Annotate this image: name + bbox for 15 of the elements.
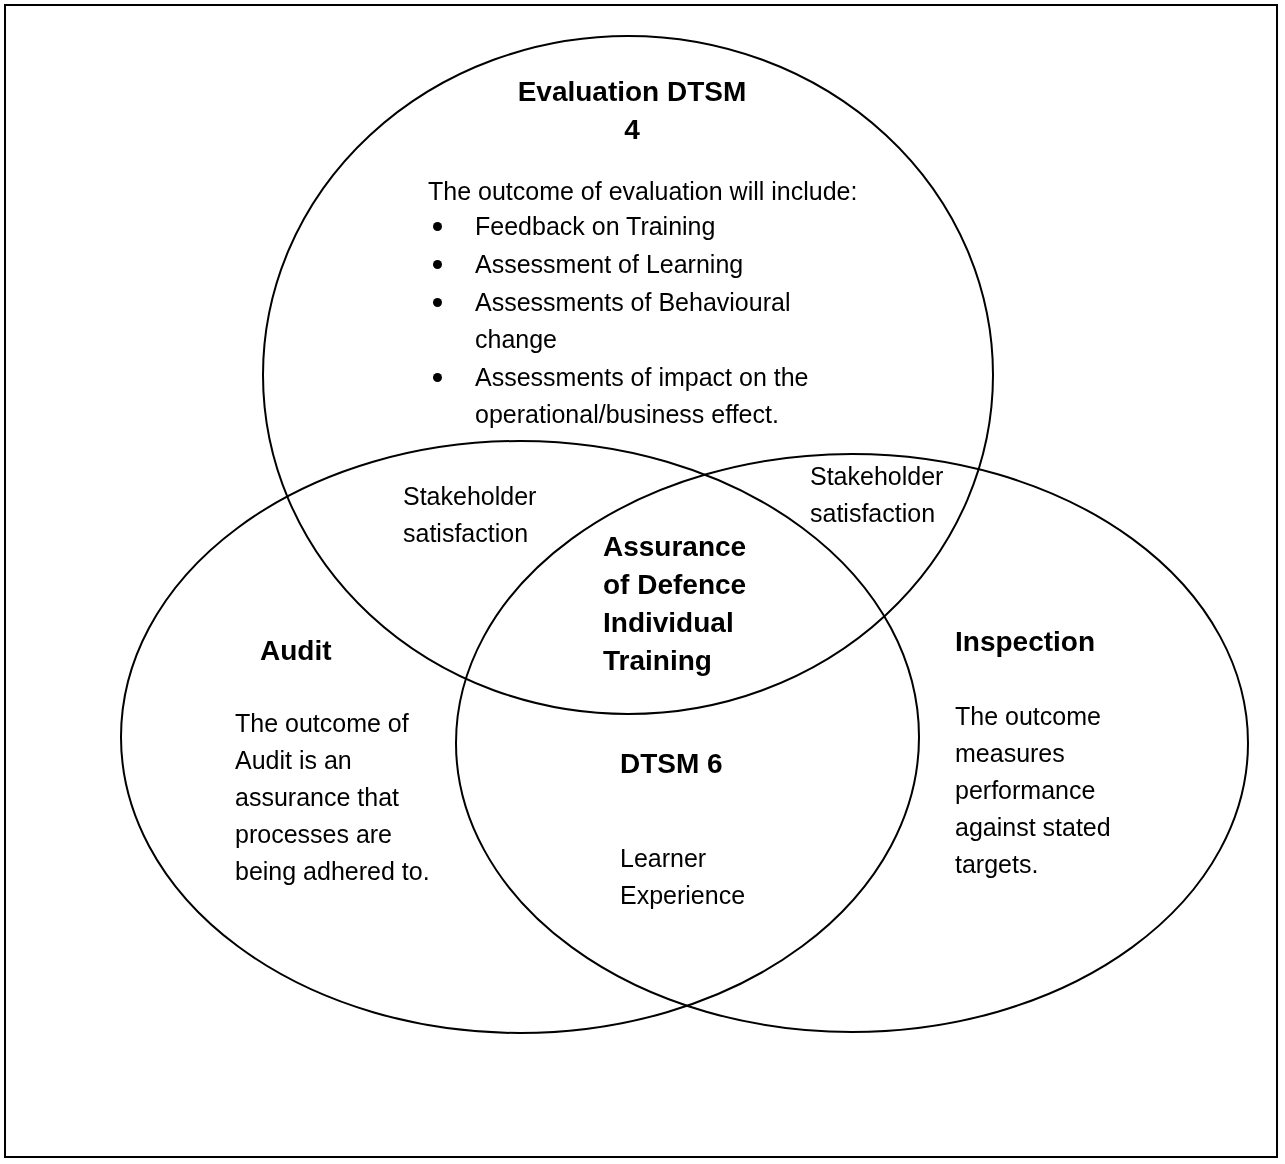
bullet-item: Feedback on Training	[475, 211, 717, 242]
heading: Inspection	[955, 625, 1096, 659]
body-text: The outcome of Audit is an assurance that processes are being adhered to.	[235, 708, 431, 887]
body-text: The outcome of evaluation will include:	[428, 176, 859, 207]
overlap-heading: Assurance of Defence Individual Training	[603, 530, 748, 678]
bullet-item: Assessments of impact on the operational/business effect.	[475, 362, 810, 430]
overlap-heading: DTSM 6	[620, 747, 724, 781]
body-text: The outcome measures performance against stated targets.	[955, 701, 1112, 880]
overlap-label: Stakeholder satisfaction	[810, 461, 945, 529]
heading: Audit	[260, 634, 333, 668]
heading: Evaluation DTSM 4	[517, 75, 747, 147]
bullet-item: Assessment of Learning	[475, 249, 745, 280]
overlap-label: Learner Experience	[620, 843, 747, 911]
bullet-item: Assessments of Behavioural change	[475, 287, 792, 355]
overlap-label: Stakeholder satisfaction	[403, 481, 538, 549]
